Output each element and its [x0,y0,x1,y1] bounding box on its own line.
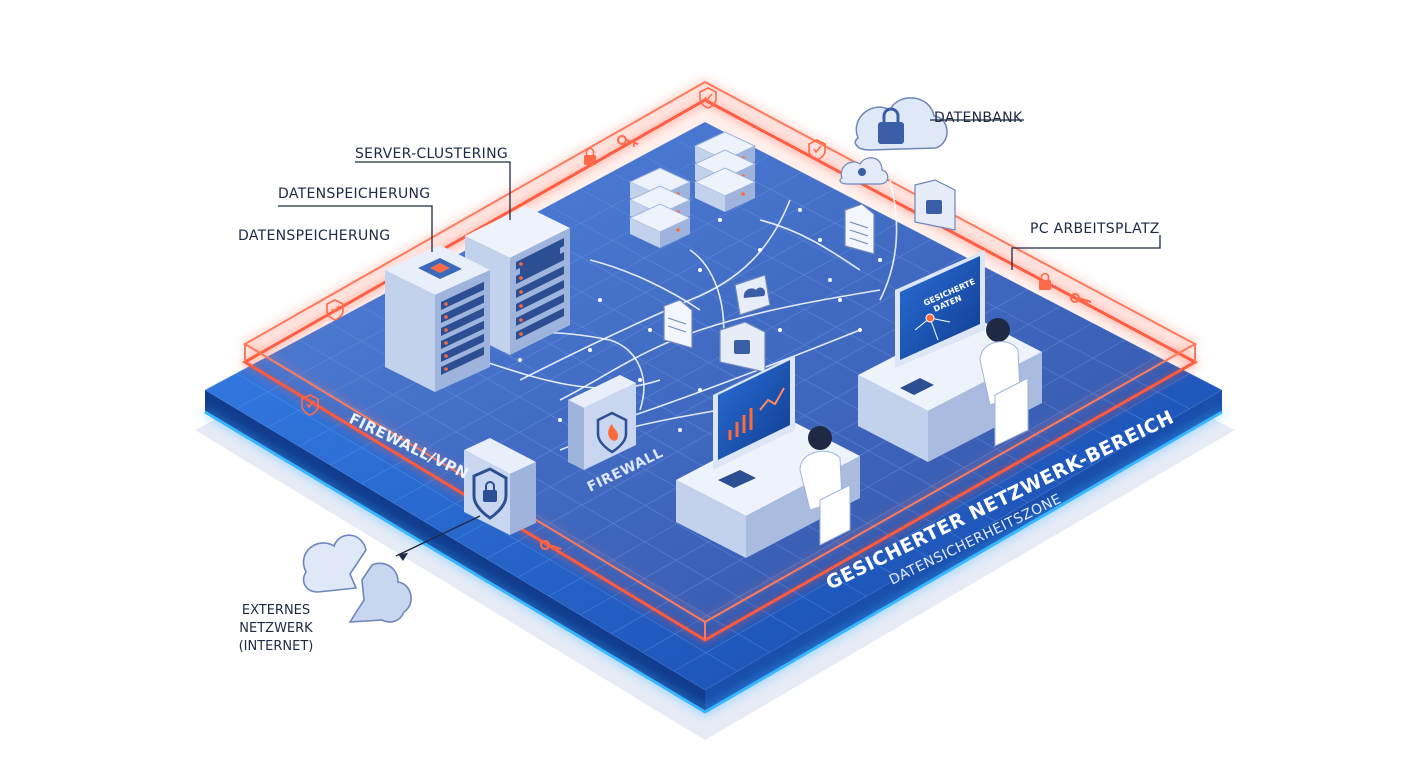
database-cloud-lock-icon [854,97,948,151]
firewall-shield-icon [568,375,636,470]
platform-edge-glow [204,410,1223,714]
label-datenspeicherung-1: DATENSPEICHERUNG [278,186,430,202]
storage-rack-icon [385,245,490,392]
internet-connection-line [395,515,481,557]
broken-cloud-icon [302,534,412,623]
data-flow-lines [479,179,898,451]
folder-lock-icon [719,321,766,373]
label-server-clustering: SERVER-CLUSTERING [355,146,508,162]
folder-lock-icon [914,179,956,231]
label-datenspeicherung-2: DATENSPEICHERUNG [238,228,390,244]
label-netzwerk: NETZWERK [239,621,313,636]
vpn-shield-lock-icon [464,438,536,535]
label-internet: (INTERNET) [239,639,314,654]
storage-stack-icon [693,131,757,212]
cloud-lock-icon [839,157,889,185]
internet-connection-arrow [398,553,408,561]
document-icon [844,203,875,255]
document-icon [663,299,693,349]
callout-leaders [278,119,1161,270]
platform-edge-right [705,390,1222,712]
workstation-icon [676,355,860,558]
zone-security-icons [301,87,1092,552]
platform-edge-left [205,390,705,712]
label-externes: EXTERNES [242,603,310,618]
label-pc-arbeitsplatz: PC ARBEITSPLATZ [1030,221,1160,237]
workstation-icon: GESICHERTE DATEN [858,250,1042,462]
cloud-upload-icon [734,274,771,316]
storage-stack-icon [628,167,692,248]
label-datenbank: DATENBANK [934,110,1023,126]
